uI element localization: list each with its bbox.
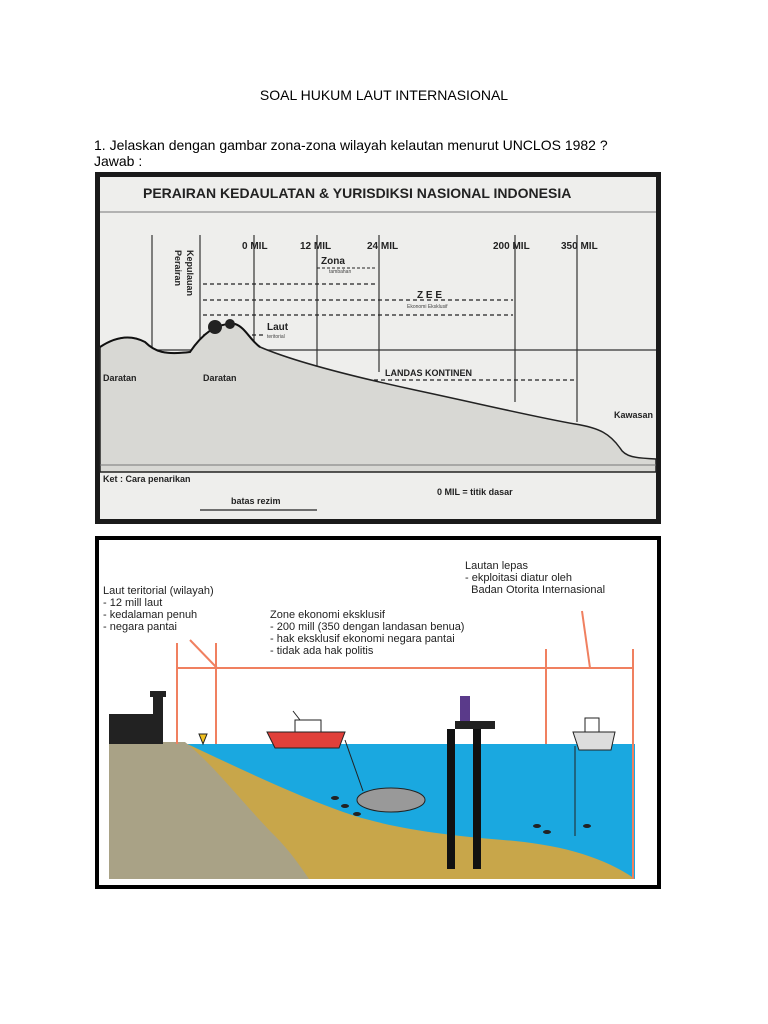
oil-rig-leg-left-icon (447, 729, 455, 869)
figure2-svg: Laut teritorial (wilayah) - 12 mill laut… (95, 536, 661, 889)
fish-icon (353, 812, 361, 816)
building-icon (109, 714, 159, 744)
fish-icon (331, 796, 339, 800)
mile-label-24: 24 MIL (367, 241, 398, 252)
mile-label-350: 350 MIL (561, 241, 598, 252)
lautan-lepas-line-2: Badan Otorita Internasional (465, 584, 605, 596)
fish-icon (533, 824, 541, 828)
laut-teritorial-line-2: - kedalaman penuh (103, 609, 197, 621)
island-vegetation-icon (208, 320, 222, 334)
lautan-lepas-line-1: - ekploitasi diatur oleh (465, 572, 572, 584)
laut-teritorial-title: Laut teritorial (wilayah) (103, 585, 214, 597)
page-title: SOAL HUKUM LAUT INTERNASIONAL (0, 87, 768, 103)
figure-perairan-kedaulatan: PERAIRAN KEDAULATAN & YURISDIKSI NASIONA… (95, 172, 661, 524)
landas-label: LANDAS KONTINEN (385, 368, 472, 378)
zee-line-2: - hak eksklusif ekonomi negara pantai (270, 633, 455, 645)
question-text: 1. Jelaskan dengan gambar zona-zona wila… (94, 137, 694, 153)
lautan-lepas-title: Lautan lepas (465, 560, 528, 572)
oil-rig-leg-right-icon (473, 729, 481, 869)
daratan-mid-label: Daratan (203, 373, 237, 383)
zero-mil-label: 0 MIL = titik dasar (437, 487, 513, 497)
fish-icon (543, 830, 551, 834)
zee-label: Z E E (417, 290, 442, 301)
fish-icon (341, 804, 349, 808)
figure1-svg: PERAIRAN KEDAULATAN & YURISDIKSI NASIONA… (95, 172, 661, 524)
answer-label: Jawab : (94, 153, 694, 169)
zee-title: Zone ekonomi eksklusif (270, 609, 386, 621)
zee-line-3: - tidak ada hak politis (270, 645, 374, 657)
fish-icon (583, 824, 591, 828)
zona-sub-label: tambahan (329, 269, 351, 275)
fishing-boat-icon (267, 732, 345, 748)
figure1-title: PERAIRAN KEDAULATAN & YURISDIKSI NASIONA… (143, 185, 571, 201)
oil-rig-deck-icon (455, 721, 495, 729)
research-ship-cabin-icon (585, 718, 599, 732)
zona-label: Zona (321, 256, 345, 267)
mile-label-12: 12 MIL (300, 241, 331, 252)
vertical-label-kepulauan: Kepulauan (185, 250, 195, 296)
laut-sub-label: teritorial (267, 334, 285, 340)
mile-label-200: 200 MIL (493, 241, 530, 252)
oil-rig-tower-icon (460, 696, 470, 721)
research-ship-icon (573, 732, 615, 750)
question-block: 1. Jelaskan dengan gambar zona-zona wila… (94, 137, 694, 169)
batas-label: batas rezim (231, 496, 281, 506)
fishing-boat-cabin-icon (295, 720, 321, 732)
fishing-net-icon (357, 788, 425, 812)
laut-label: Laut (267, 322, 289, 333)
mile-label-0: 0 MIL (242, 241, 268, 252)
zee-sub-label: Ekonomi Eksklusif (407, 304, 448, 310)
ket-label: Ket : Cara penarikan (103, 474, 191, 484)
figure-zona-laut: Laut teritorial (wilayah) - 12 mill laut… (95, 536, 661, 889)
laut-teritorial-line-3: - negara pantai (103, 621, 177, 633)
zee-line-1: - 200 mill (350 dengan landasan benua) (270, 621, 464, 633)
lighthouse-top-icon (150, 691, 166, 697)
laut-teritorial-line-1: - 12 mill laut (103, 597, 162, 609)
daratan-left-label: Daratan (103, 373, 137, 383)
island-vegetation-icon-2 (225, 319, 235, 329)
kawasan-label: Kawasan (614, 410, 653, 420)
vertical-label-perairan: Perairan (173, 250, 183, 286)
